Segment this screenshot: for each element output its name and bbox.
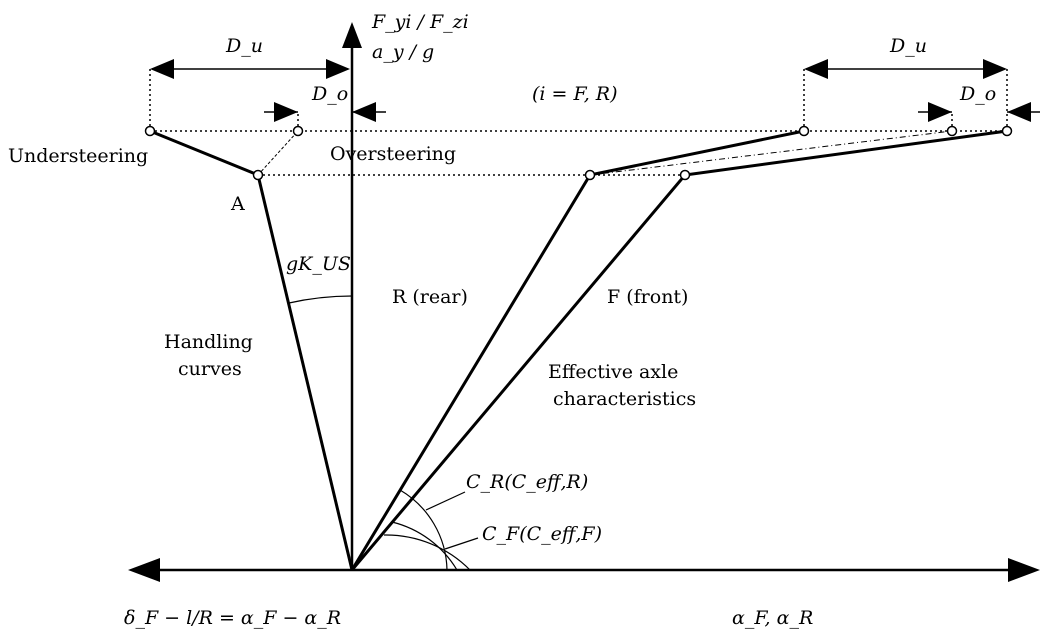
node-rear-top (798, 125, 810, 137)
y-axis (342, 22, 362, 570)
curve-nodes (144, 125, 1013, 181)
cr-leader (425, 491, 466, 511)
oversteering-label: Oversteering (330, 143, 456, 165)
understeering-label: Understeering (8, 145, 148, 167)
node-oversteer-top (292, 125, 304, 137)
node-understeer-top (144, 125, 156, 137)
node-effective-top (946, 125, 958, 137)
point-a-label: A (230, 193, 245, 215)
dimension-do-right (918, 102, 1040, 122)
gain-label: gK_US (286, 253, 351, 275)
effective-label-line1: Effective axle (548, 361, 678, 383)
node-rear-mid (584, 169, 596, 181)
do-right-label: D_o (959, 83, 996, 105)
front-label: F (front) (607, 286, 688, 308)
handling-label-line1: Handling (164, 331, 253, 353)
arc-cr (399, 489, 448, 571)
handling-label-line2: curves (178, 358, 242, 380)
dimension-du-right (804, 59, 1007, 79)
front-axle-curve (350, 129, 1008, 571)
arc-cf (391, 521, 458, 571)
node-front-mid (679, 169, 691, 181)
effective-branch-line (589, 130, 953, 176)
x-axis-label-right: α_F, α_R (732, 607, 813, 629)
cf-leader (444, 537, 479, 550)
node-a (252, 169, 264, 181)
y-axis-label-bottom: a_y / g (372, 41, 434, 63)
du-left-label: D_u (225, 35, 263, 57)
rear-label: R (rear) (392, 286, 468, 308)
cf-label: C_F(C_eff,F) (482, 523, 602, 545)
node-front-top (1001, 125, 1013, 137)
x-axis (128, 558, 1040, 582)
effective-label-line2: characteristics (553, 388, 696, 410)
dimension-do-left (264, 102, 386, 122)
rear-axle-curve (350, 129, 805, 571)
arc-outer (383, 534, 471, 571)
dimension-du-left (150, 59, 350, 79)
x-axis-label-left: δ_F − l/R = α_F − α_R (124, 607, 341, 629)
handling-curve-oversteer (257, 130, 299, 176)
cr-label: C_R(C_eff,R) (466, 471, 588, 493)
angle-arc-gkus (288, 295, 353, 304)
do-left-label: D_o (311, 83, 348, 105)
y-axis-label-top: F_yi / F_zi (371, 11, 469, 33)
index-note: (i = F, R) (532, 83, 618, 105)
du-right-label: D_u (889, 35, 927, 57)
